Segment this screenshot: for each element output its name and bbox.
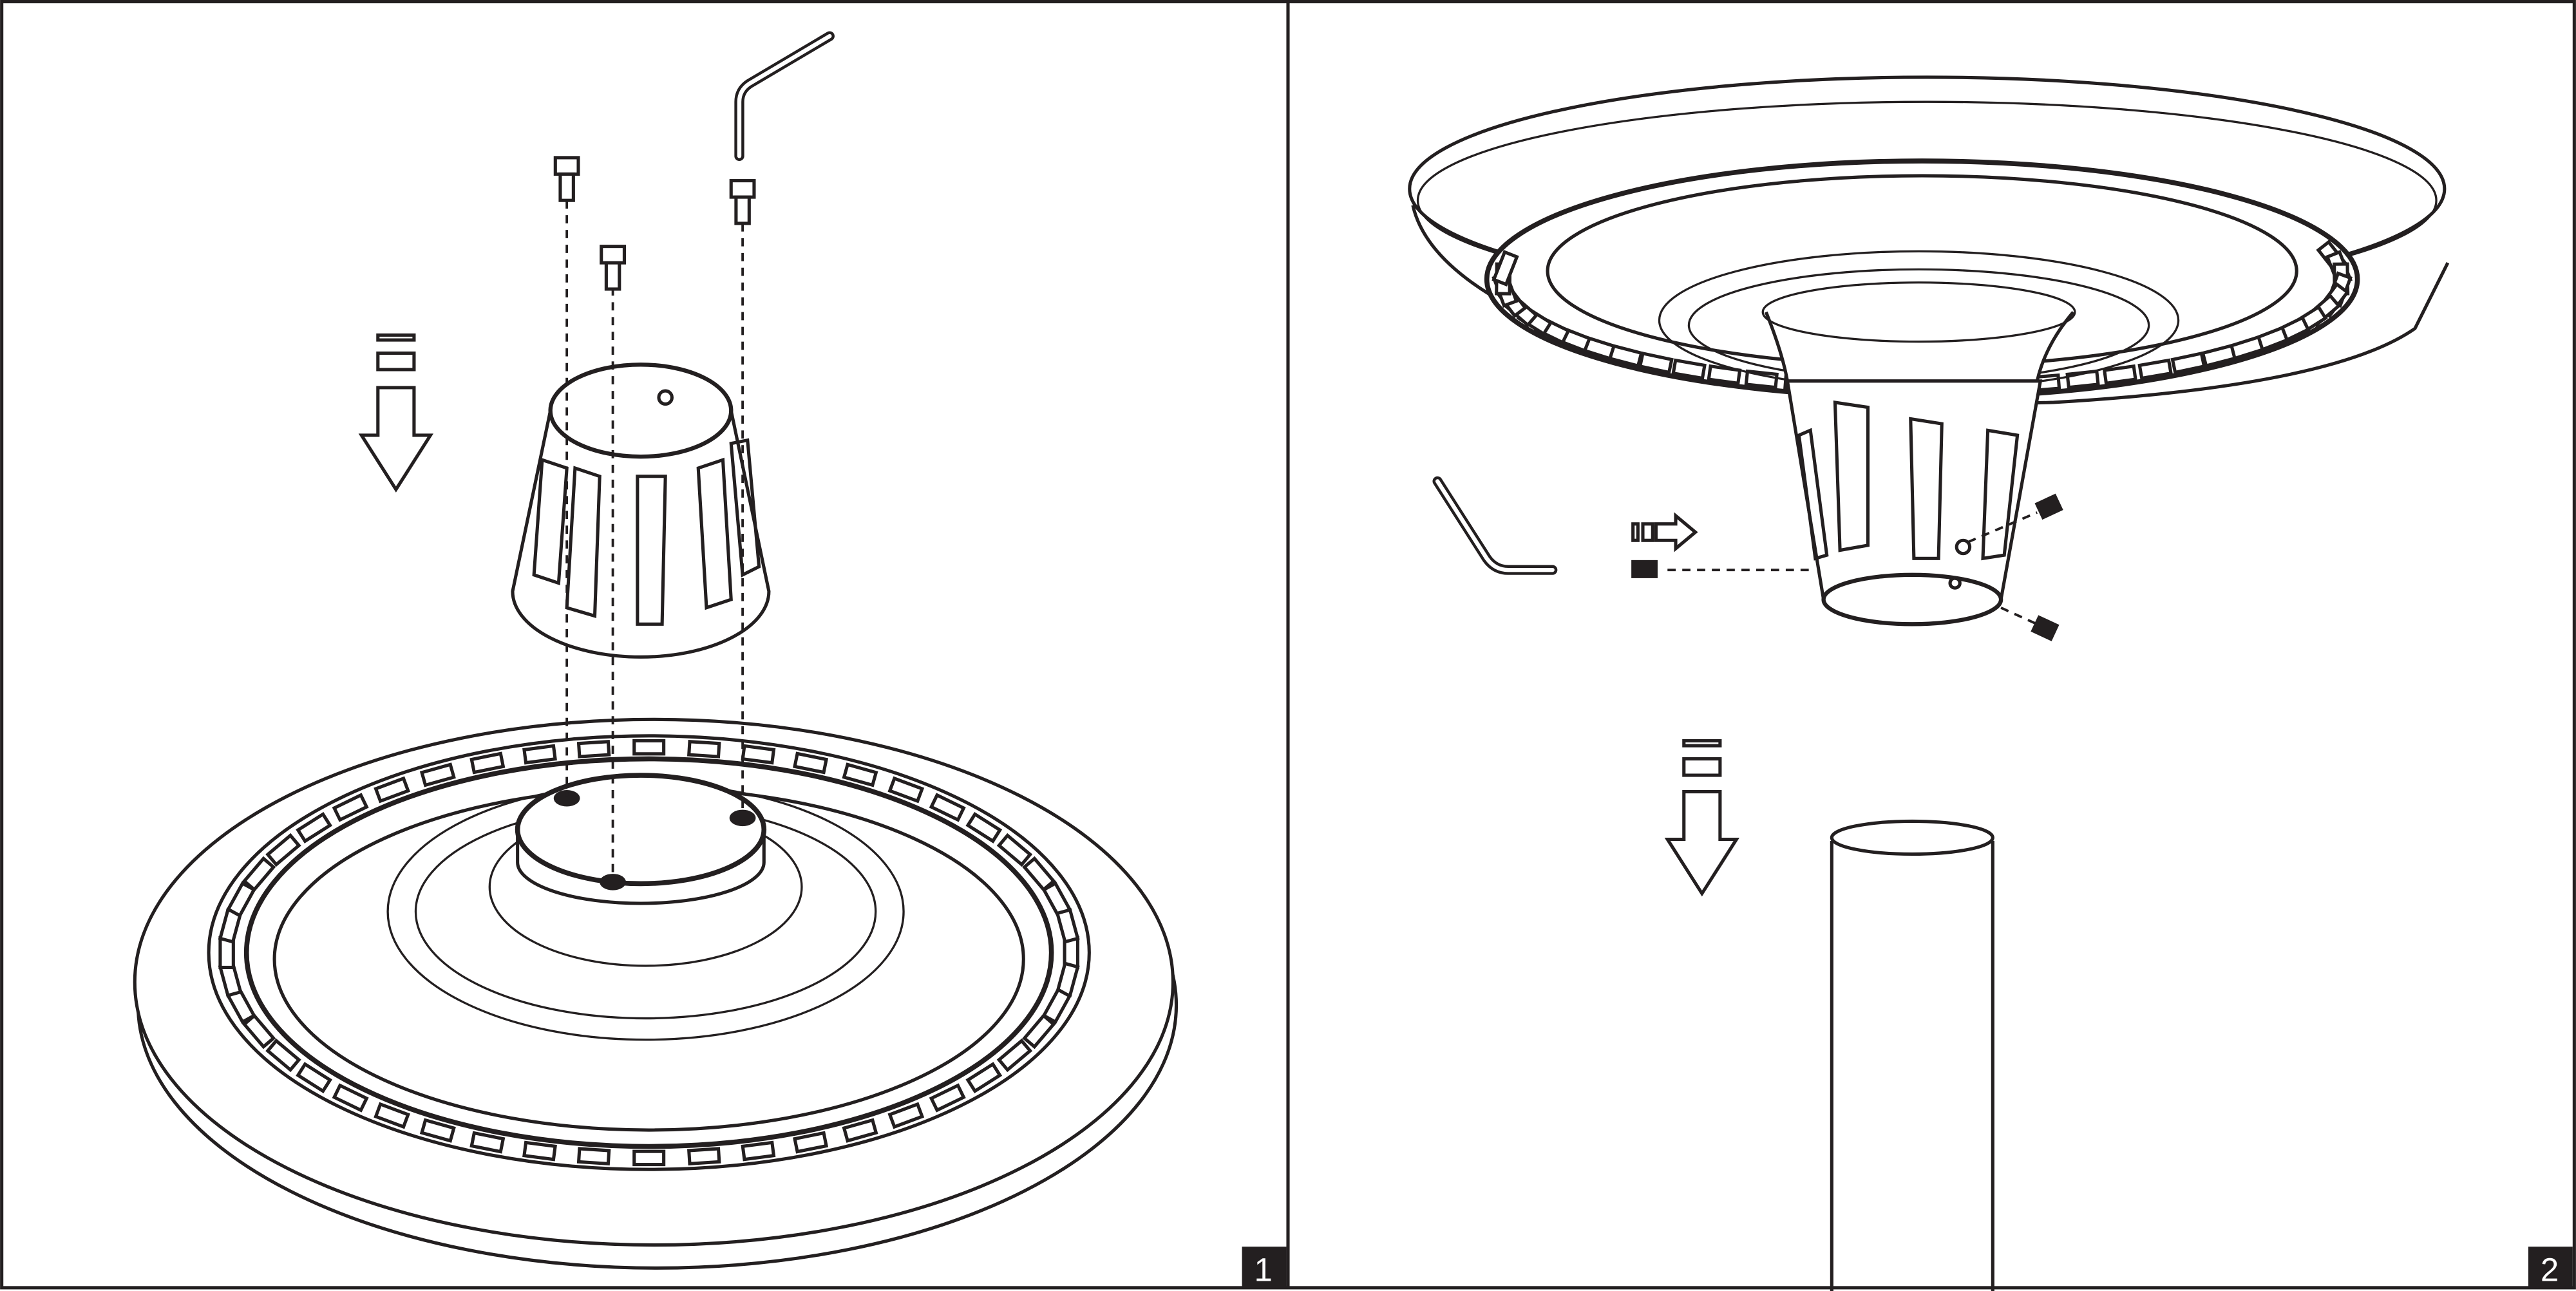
led-segment [469, 1131, 506, 1154]
led-segment [374, 1102, 410, 1129]
pole-top [1830, 819, 1994, 856]
sleeve-slots [532, 438, 761, 626]
led-segment [842, 762, 878, 787]
led-segment [2201, 343, 2237, 368]
svg-text:2: 2 [2541, 1252, 2559, 1288]
pole [1830, 841, 1994, 1291]
led-segment [1671, 358, 1707, 381]
pole-sleeve-top [548, 363, 734, 459]
led-segment [965, 811, 1003, 843]
sleeve-hole [657, 389, 674, 406]
led-segment [632, 1149, 666, 1167]
led-segment [332, 793, 369, 822]
led-segment [265, 1038, 301, 1073]
led-segment [687, 740, 721, 759]
led-segment [965, 1062, 1003, 1094]
hub-hole [600, 874, 626, 891]
allen-key-icon [734, 31, 835, 161]
led-segment [929, 1083, 966, 1113]
led-segments [218, 739, 1080, 1167]
lamp-neck [1764, 311, 2075, 383]
led-segment [741, 744, 776, 765]
led-segment [522, 1140, 557, 1162]
led-segment [2137, 358, 2174, 381]
led-segment [576, 740, 611, 759]
svg-text:1: 1 [1255, 1252, 1273, 1288]
sleeve-hole [1955, 538, 1972, 556]
panel-step-2 [1408, 75, 2450, 1291]
pole-sleeve-bottom [1821, 572, 2003, 627]
led-segment [419, 1118, 456, 1143]
led-segment [1744, 369, 1779, 390]
screw-icon [729, 179, 756, 225]
step-badge-2: 2 [2528, 1247, 2573, 1288]
led-segment [887, 1102, 925, 1129]
lower-arrow-icon [358, 333, 434, 493]
led-segment [1707, 364, 1742, 386]
lamp-led-ring-outer [207, 734, 1091, 1171]
lamp-hub-top [515, 773, 767, 887]
led-segment [793, 1131, 829, 1154]
tighten-arrow-icon [1631, 512, 1698, 552]
led-segment [842, 1118, 878, 1143]
led-segment [1055, 907, 1080, 944]
led-segment [419, 762, 456, 787]
led-segment [1638, 351, 1674, 375]
grub-screw-icon [1631, 560, 1658, 578]
hub-hole [729, 809, 756, 827]
lower-arrow-icon [1664, 739, 1740, 897]
led-segment [2102, 364, 2137, 386]
sleeve-hole [1948, 576, 1962, 590]
led-segment [996, 833, 1033, 867]
led-segment [632, 739, 666, 756]
led-segment [332, 1083, 369, 1113]
sleeve-slots [1797, 400, 2020, 561]
led-segment [296, 811, 332, 843]
led-segment [793, 751, 829, 775]
led-segment [687, 1147, 721, 1166]
led-segment [996, 1038, 1033, 1073]
hub-hole [553, 789, 580, 807]
led-segment [522, 744, 557, 765]
led-segment [929, 793, 966, 822]
led-segment [296, 1062, 332, 1094]
screw-icon [600, 245, 626, 291]
led-segment [374, 776, 410, 804]
led-segment [1492, 250, 1519, 287]
led-segment [242, 856, 276, 892]
led-segment [741, 1140, 776, 1162]
led-segments [1492, 240, 2353, 396]
led-segment [469, 751, 506, 775]
led-segment [265, 833, 301, 867]
lamp-led-ring-inner [243, 756, 1054, 1149]
grub-screw-icon [2034, 493, 2063, 520]
led-segment [576, 1147, 611, 1166]
panel-step-1 [133, 31, 1179, 1270]
allen-key-icon [1432, 476, 1558, 575]
led-segment [2170, 351, 2206, 375]
step-badge-1: 1 [1242, 1247, 1287, 1288]
led-segment [1022, 1013, 1056, 1050]
screw-icon [553, 156, 580, 202]
led-segment [887, 776, 925, 804]
grub-screw-icon [2031, 615, 2060, 641]
